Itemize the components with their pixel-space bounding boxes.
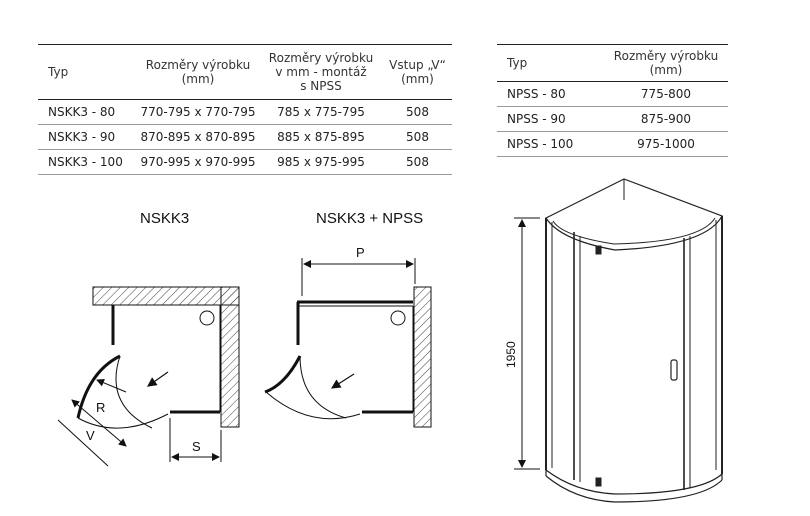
cell-dimensions: 770-795 x 770-795 bbox=[140, 105, 256, 119]
cell-type: NSKK3 - 100 bbox=[48, 155, 123, 169]
column-header-dimensions: Rozměry výrobku (mm) bbox=[613, 49, 719, 77]
column-header-dimensions: Rozměry výrobku (mm) bbox=[145, 58, 251, 86]
cell-dimensions: 775-800 bbox=[640, 87, 692, 101]
door-leaf bbox=[264, 355, 302, 394]
handle-icon bbox=[670, 359, 678, 381]
cell-dimensions-npss: 985 x 975-995 bbox=[277, 155, 365, 169]
wall-hatch bbox=[92, 286, 240, 428]
column-header-type: Typ bbox=[48, 65, 69, 79]
cell-dimensions: 875-900 bbox=[640, 112, 692, 126]
table-header-row: Typ Rozměry výrobku (mm) bbox=[497, 44, 728, 82]
table-row: NSKK3 - 90 870-895 x 870-895 885 x 875-8… bbox=[38, 125, 452, 150]
diagram-title-nskk3: NSKK3 bbox=[140, 210, 190, 227]
wall-hatch bbox=[413, 286, 432, 428]
cell-dimensions-npss: 785 x 775-795 bbox=[277, 105, 365, 119]
column-header-entry: Vstup „V“ (mm) bbox=[389, 58, 446, 86]
cell-type: NPSS - 90 bbox=[507, 112, 566, 126]
cell-dimensions: 870-895 x 870-895 bbox=[140, 130, 256, 144]
column-header-type: Typ bbox=[507, 56, 528, 70]
table-row: NSKK3 - 100 970-995 x 970-995 985 x 975-… bbox=[38, 150, 452, 175]
label-p: P bbox=[356, 245, 365, 260]
cell-type: NSKK3 - 90 bbox=[48, 130, 116, 144]
table-header-row: Typ Rozměry výrobku (mm) Rozměry výrobku… bbox=[38, 44, 452, 100]
label-height: 1950 bbox=[504, 341, 518, 368]
cell-dimensions: 975-1000 bbox=[637, 137, 695, 151]
table-row: NPSS - 80 775-800 bbox=[497, 82, 728, 107]
hinge-icon bbox=[595, 245, 602, 255]
table-row: NPSS - 100 975-1000 bbox=[497, 132, 728, 157]
cell-dimensions-npss: 885 x 875-895 bbox=[277, 130, 365, 144]
drain-icon bbox=[199, 310, 215, 326]
cell-type: NPSS - 80 bbox=[507, 87, 566, 101]
cell-entry: 508 bbox=[406, 155, 429, 169]
drain-icon bbox=[390, 310, 406, 326]
cell-type: NSKK3 - 80 bbox=[48, 105, 116, 119]
column-header-dimensions-npss: Rozměry výrobku v mm - montáž s NPSS bbox=[268, 51, 374, 93]
table-row: NSKK3 - 80 770-795 x 770-795 785 x 775-7… bbox=[38, 100, 452, 125]
cell-dimensions: 970-995 x 970-995 bbox=[140, 155, 256, 169]
dimensions-table-npss: Typ Rozměry výrobku (mm) NPSS - 80 775-8… bbox=[497, 44, 728, 157]
enclosure-3d-view bbox=[545, 178, 723, 503]
label-s: S bbox=[192, 439, 201, 454]
plan-nskk3: R V S bbox=[57, 286, 240, 467]
height-dimension: 1950 bbox=[504, 217, 540, 470]
diagram-title-nskk3-npss: NSKK3 + NPSS bbox=[316, 210, 424, 227]
cell-entry: 508 bbox=[406, 105, 429, 119]
dimensions-table-nskk3: Typ Rozměry výrobku (mm) Rozměry výrobku… bbox=[38, 44, 452, 175]
cell-entry: 508 bbox=[406, 130, 429, 144]
table-row: NPSS - 90 875-900 bbox=[497, 107, 728, 132]
plan-nskk3-npss: P bbox=[264, 245, 432, 428]
label-v: V bbox=[86, 428, 95, 443]
cell-type: NPSS - 100 bbox=[507, 137, 574, 151]
label-r: R bbox=[96, 400, 105, 415]
